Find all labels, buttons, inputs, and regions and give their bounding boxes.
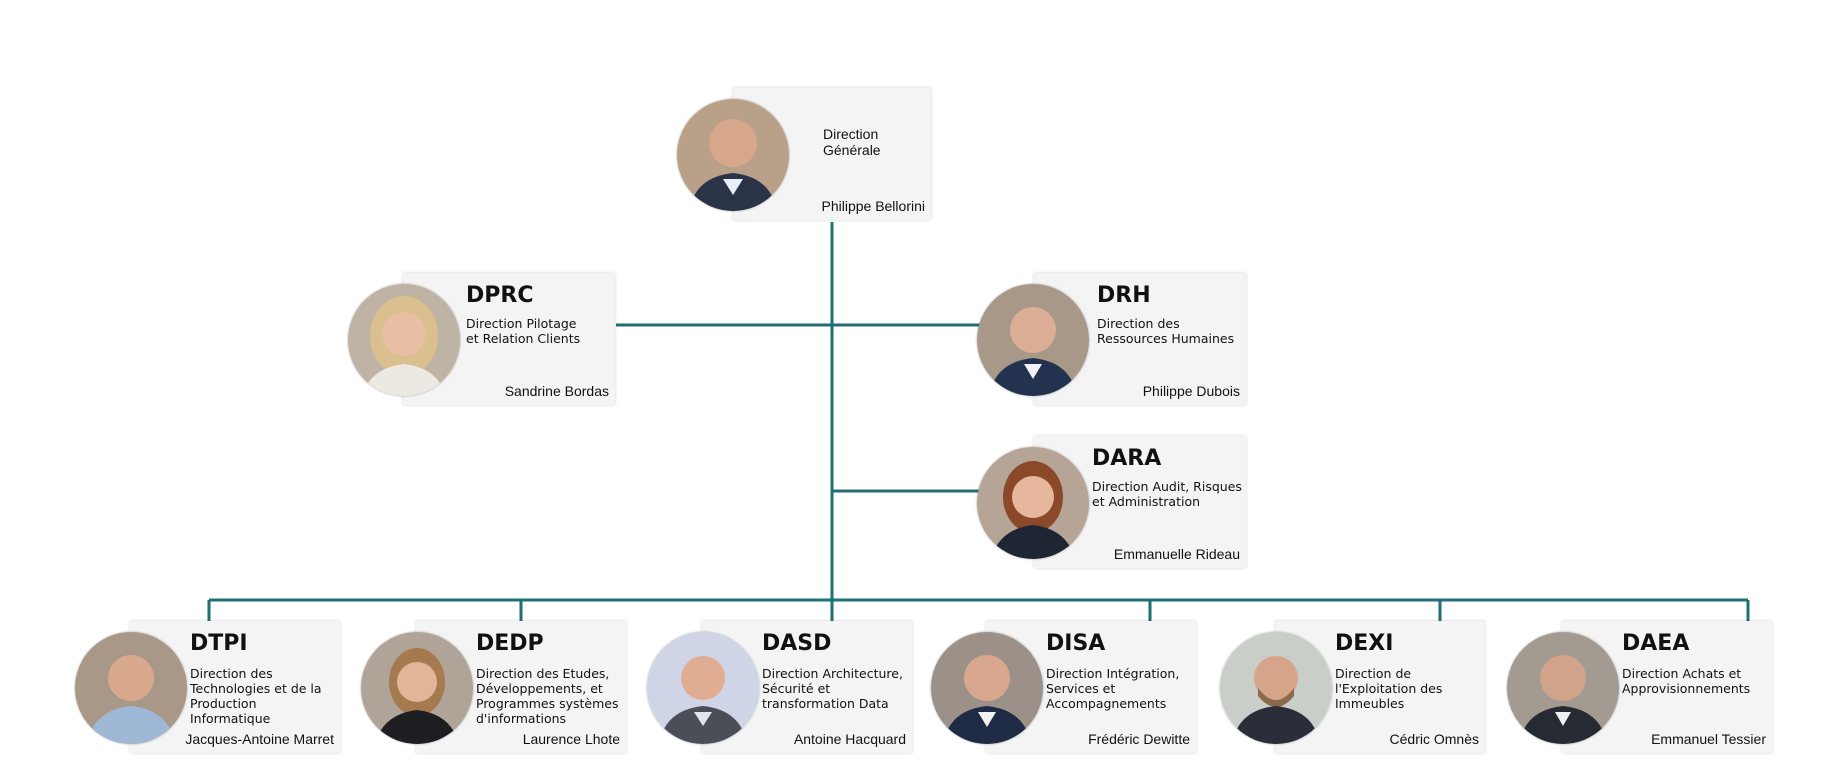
portrait-photo [361, 632, 473, 744]
node-code: DTPI [190, 631, 248, 656]
node-code: DAEA [1622, 631, 1690, 656]
node-code: DASD [762, 631, 832, 656]
node-person-name: Frédéric Dewitte [1088, 731, 1190, 747]
node-person-name: Emmanuelle Rideau [1113, 546, 1240, 562]
portrait-photo [677, 99, 789, 211]
node-title: Direction Pilotage et Relation Clients [466, 316, 581, 346]
portrait-photo [348, 284, 460, 396]
node-person-name: Cédric Omnès [1389, 731, 1479, 747]
node-title: Direction de l'Exploitation des Immeuble… [1335, 666, 1443, 711]
node-title: Direction des Technologies et de la Prod… [190, 666, 322, 726]
node-title: Direction des Ressources Humaines [1097, 316, 1235, 346]
node-title: Direction des Etudes, Développements, et… [476, 666, 619, 726]
node-code: DEDP [476, 631, 544, 656]
node-title: Direction Générale [823, 126, 881, 158]
node-person-name: Sandrine Bordas [504, 383, 609, 399]
node-code: DRH [1097, 283, 1151, 308]
node-person-name: Philippe Bellorini [821, 198, 925, 214]
portrait-photo [977, 447, 1089, 559]
portrait-photo [75, 632, 187, 744]
node-code: DARA [1092, 446, 1162, 471]
node-code: DPRC [466, 283, 534, 308]
node-person-name: Jacques-Antoine Marret [185, 731, 334, 747]
portrait-photo [931, 632, 1043, 744]
portrait-photo [647, 632, 759, 744]
portrait-photo [1220, 632, 1332, 744]
node-person-name: Philippe Dubois [1142, 383, 1240, 399]
node-person-name: Laurence Lhote [522, 731, 620, 747]
node-person-name: Antoine Hacquard [793, 731, 906, 747]
node-code: DEXI [1335, 631, 1394, 656]
node-person-name: Emmanuel Tessier [1651, 731, 1766, 747]
node-title: Direction Achats et Approvisionnements [1622, 666, 1751, 696]
node-code: DISA [1046, 631, 1106, 656]
portrait-photo [977, 284, 1089, 396]
node-title: Direction Audit, Risques et Administrati… [1092, 479, 1242, 509]
node-title: Direction Intégration, Services et Accom… [1046, 666, 1180, 711]
portrait-photo [1507, 632, 1619, 744]
node-title: Direction Architecture, Sécurité et tran… [762, 666, 903, 711]
